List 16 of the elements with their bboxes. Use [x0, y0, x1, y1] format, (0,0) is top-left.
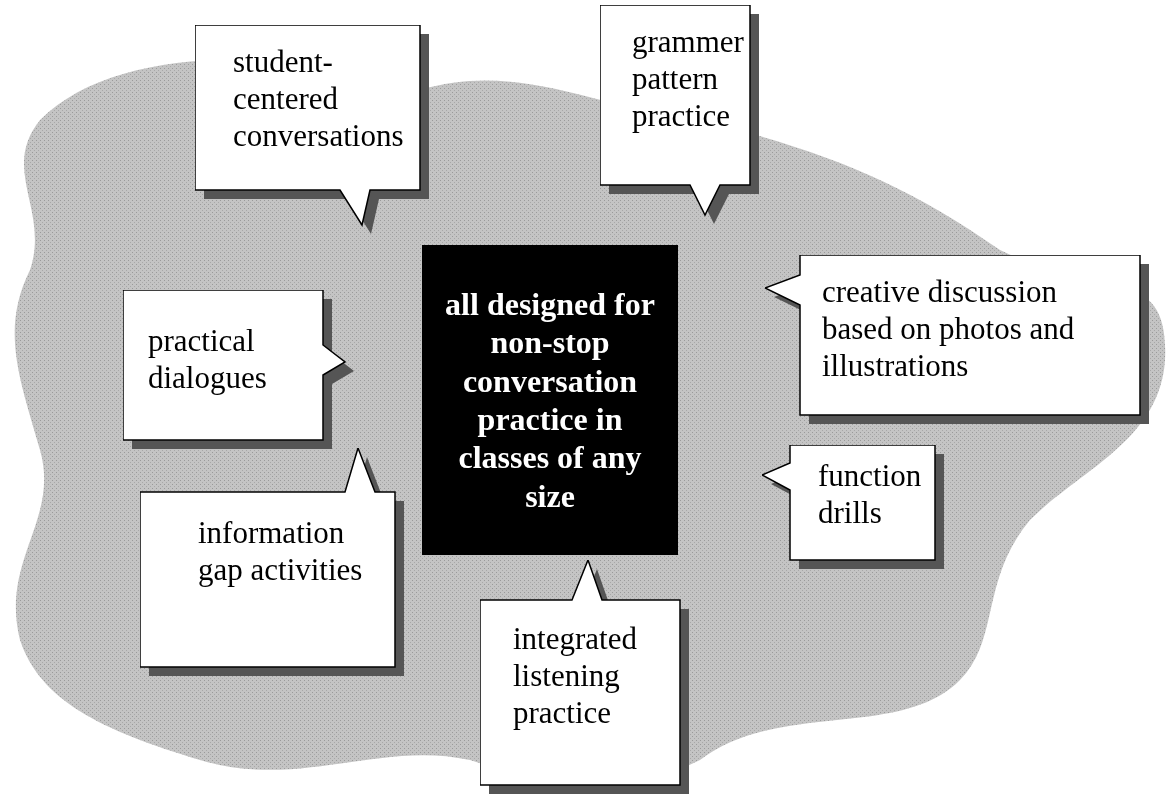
bubble-text: function drills — [818, 457, 923, 532]
speech-bubble — [140, 448, 404, 676]
speech-bubble — [762, 445, 944, 569]
center-text: all designed for non-stop conversation practice in classes of any size — [444, 284, 656, 516]
speech-bubble — [480, 560, 689, 794]
bubble-text: practical dialogues — [148, 322, 268, 397]
bubble-text: student-centered conversations — [233, 43, 405, 155]
speech-bubble — [123, 290, 354, 449]
bubble-text: information gap activities — [198, 514, 364, 589]
speech-bubble — [195, 25, 429, 234]
speech-bubble — [600, 5, 759, 224]
speech-bubble — [765, 255, 1149, 424]
bubble-text: creative discussion based on photos and illustrations — [822, 273, 1076, 385]
bubble-text: integrated listening practice — [513, 620, 638, 732]
center-box — [422, 245, 678, 555]
bubble-text: grammer pattern practice — [632, 23, 745, 135]
